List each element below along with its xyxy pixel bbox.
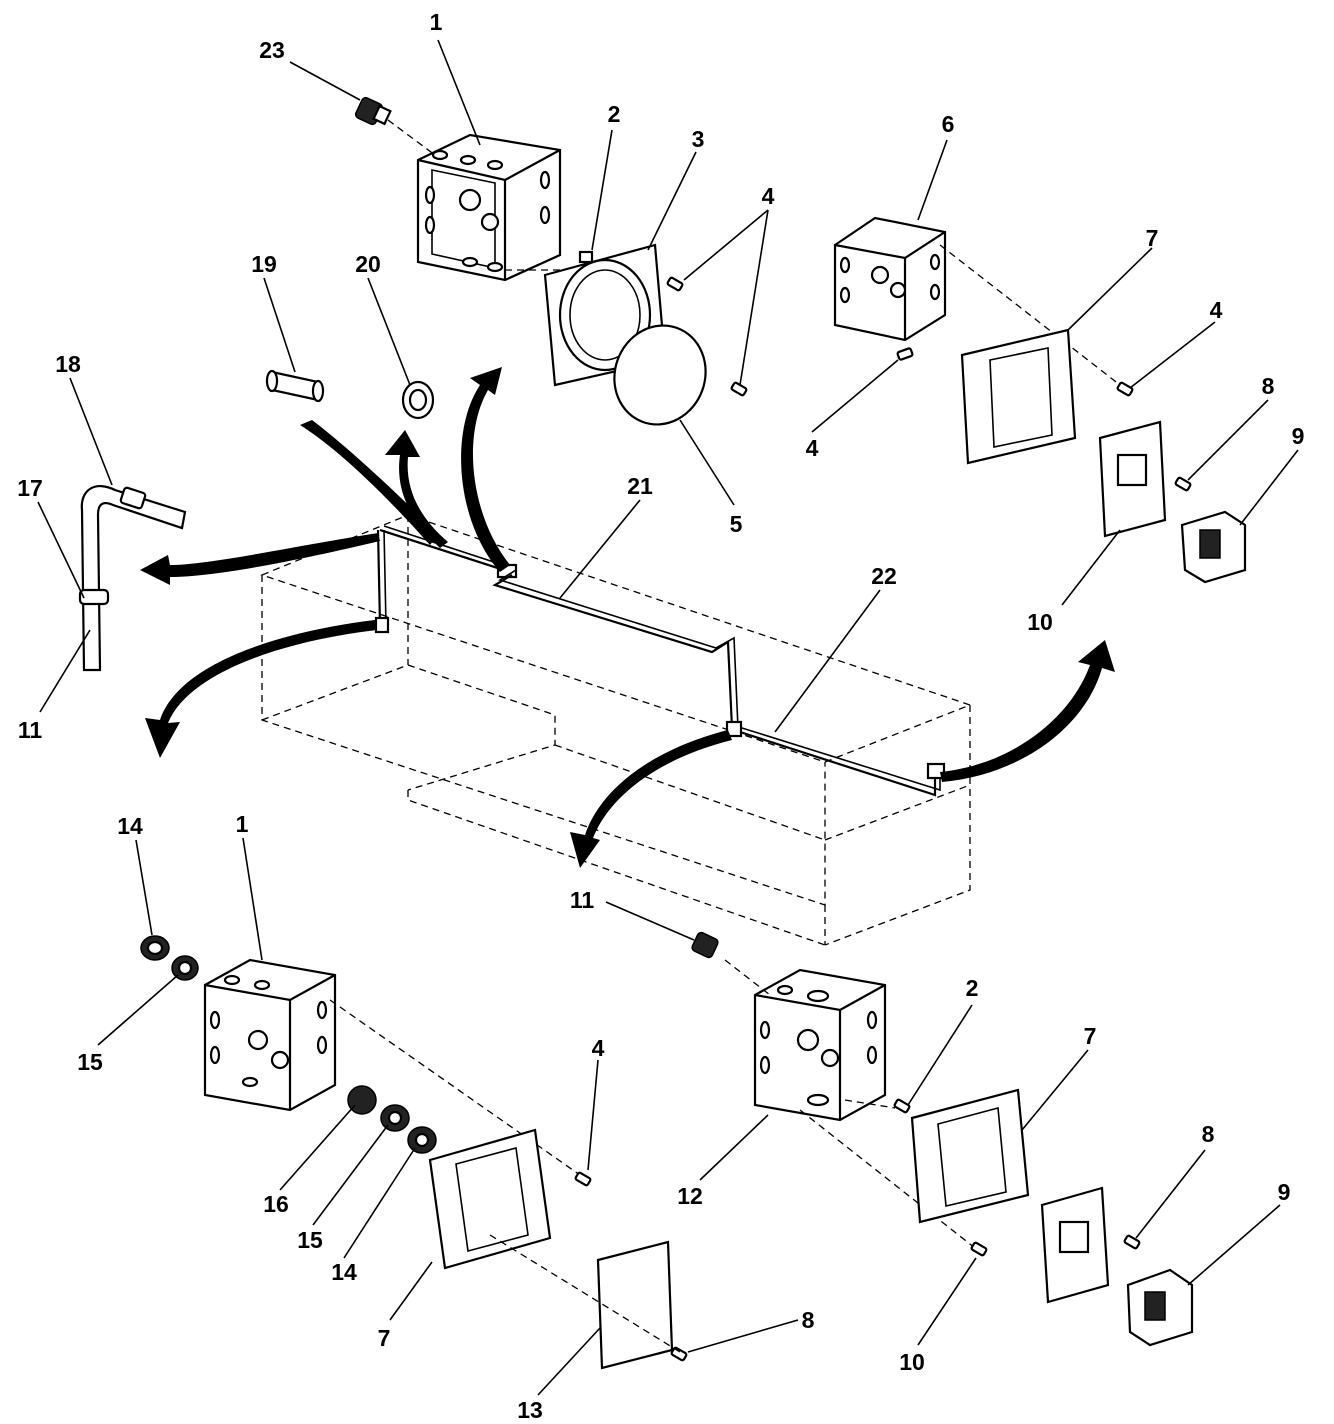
callout-10-top: 10 — [1027, 609, 1053, 635]
callout-4-right: 4 — [1210, 297, 1223, 323]
plate-10a — [1098, 420, 1167, 538]
switch-9a — [1180, 510, 1247, 584]
junction-box-top — [387, 119, 580, 282]
callout-14-top: 14 — [117, 813, 143, 839]
plate-10b — [1040, 1186, 1110, 1304]
callout-11-right: 11 — [570, 887, 595, 913]
nut-14a — [140, 935, 170, 961]
callout-8-bottom-left: 8 — [802, 1307, 815, 1333]
bushing-15b — [380, 1104, 410, 1132]
callout-18: 18 — [55, 351, 81, 377]
callout-9-top: 9 — [1292, 423, 1305, 449]
callout-5: 5 — [730, 511, 743, 537]
callout-3: 3 — [692, 126, 705, 152]
nut-14b — [407, 1126, 437, 1154]
callout-2-bottom: 2 — [966, 975, 979, 1001]
callout-15-left: 15 — [77, 1049, 103, 1075]
bushing-15a — [171, 955, 199, 981]
bushing-23 — [354, 96, 392, 126]
callout-11-left: 11 — [18, 717, 43, 743]
callout-8-top: 8 — [1262, 373, 1275, 399]
leader-lines — [37, 39, 1299, 1396]
conduit-run — [374, 525, 946, 797]
callout-2-top: 2 — [608, 101, 621, 127]
junction-box-bottom-left — [203, 958, 581, 1176]
bushing-20 — [401, 380, 435, 420]
callout-22: 22 — [871, 563, 897, 589]
callout-7-top: 7 — [1146, 225, 1159, 251]
callout-6: 6 — [942, 111, 955, 137]
callout-labels: 1 2 3 4 5 6 7 4 4 8 9 10 23 19 20 18 17 … — [17, 9, 1304, 1423]
callout-1-top: 1 — [430, 9, 443, 35]
callout-15-bottom: 15 — [297, 1227, 323, 1253]
bushing-11b — [691, 931, 719, 959]
cabinet-outline — [260, 514, 972, 946]
callout-7-bottom-left: 7 — [378, 1325, 391, 1351]
nipple-16 — [347, 1085, 377, 1115]
callout-16: 16 — [263, 1191, 289, 1217]
callout-7-bottom-right: 7 — [1084, 1023, 1097, 1049]
callout-10-bottom: 10 — [899, 1349, 925, 1375]
callout-4-bottom: 4 — [592, 1035, 605, 1061]
callout-19: 19 — [251, 251, 277, 277]
mud-ring-7a — [960, 328, 1077, 465]
callout-1-bottom: 1 — [236, 811, 249, 837]
callout-4-top: 4 — [762, 183, 775, 209]
elbow-assembly — [78, 484, 187, 672]
flow-arrows — [140, 367, 1115, 868]
mud-ring-7c — [910, 1088, 1030, 1224]
switch-9b — [1126, 1268, 1194, 1347]
screws-4-top — [666, 276, 748, 397]
coupling-19 — [265, 369, 325, 403]
callout-8-bottom-right: 8 — [1202, 1121, 1215, 1147]
mud-ring-7b — [428, 1128, 552, 1270]
callout-4-left: 4 — [806, 435, 819, 461]
cover-5 — [613, 324, 707, 426]
junction-box-12 — [724, 959, 976, 1249]
callout-13: 13 — [517, 1397, 543, 1423]
callout-23: 23 — [259, 37, 285, 63]
callout-12: 12 — [677, 1183, 703, 1209]
callout-17: 17 — [17, 475, 43, 501]
screws-bottom-left — [489, 1171, 688, 1362]
screws-right — [1116, 381, 1192, 492]
junction-box-6 — [833, 216, 1121, 386]
screws-bottom-right — [893, 1098, 1141, 1257]
blank-plate-13 — [596, 1240, 674, 1370]
callout-9-bottom: 9 — [1278, 1179, 1291, 1205]
callout-20: 20 — [355, 251, 381, 277]
callout-14-bottom: 14 — [331, 1259, 357, 1285]
callout-21: 21 — [627, 473, 653, 499]
